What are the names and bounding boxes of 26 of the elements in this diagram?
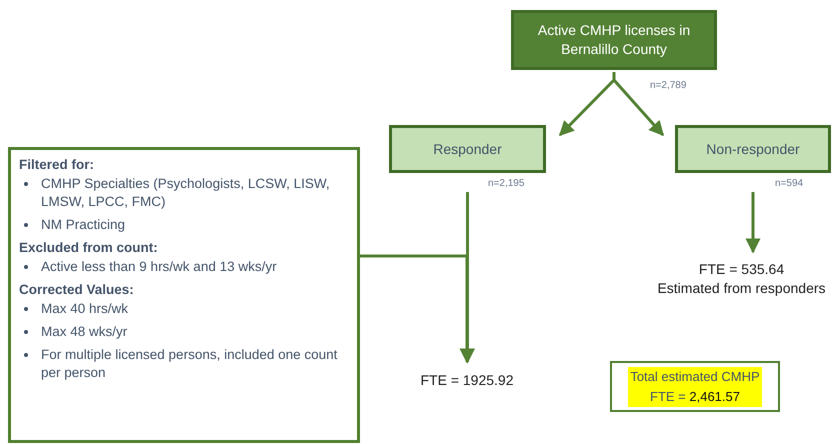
bullet-item: For multiple licensed persons, included one count per person — [41, 347, 338, 380]
bullet-item: CMHP Specialties (Psychologists, LCSW, LISW, LMSW, LPCC, FMC) — [41, 176, 330, 209]
bullet-item: NM Practicing — [41, 217, 126, 232]
result-text: FTE = 1925.92 — [420, 370, 514, 390]
process-box — [389, 125, 546, 173]
section-heading: Filtered for: — [19, 157, 96, 172]
box-label: Non-responder — [706, 140, 800, 158]
arrow — [612, 72, 664, 136]
section-heading: Corrected Values: — [19, 282, 135, 297]
criteria-box — [8, 147, 360, 443]
count-label: n=2,789 — [650, 80, 686, 91]
highlighted-total: Total estimated CMHP FTE = 2,461.57 — [628, 366, 762, 406]
bullet-item: Active less than 9 hrs/wk and 13 wks/yr — [41, 259, 277, 274]
result-text: FTE = 535.64 — [698, 260, 784, 279]
process-box — [511, 10, 717, 70]
box-label: Responder — [433, 140, 502, 158]
total-box — [610, 361, 780, 412]
result-text: Estimated from responders — [657, 279, 826, 298]
section-heading: Excluded from count: — [19, 240, 159, 255]
arrow — [746, 192, 760, 254]
bullet-item: Max 40 hrs/wk — [41, 301, 128, 316]
process-box — [675, 125, 831, 173]
box-label: Active CMHP licenses in Bernalillo County — [536, 21, 692, 59]
count-label: n=594 — [775, 178, 804, 189]
count-label: n=2,195 — [488, 178, 524, 189]
bullet-item: Max 48 wks/yr — [41, 324, 128, 339]
